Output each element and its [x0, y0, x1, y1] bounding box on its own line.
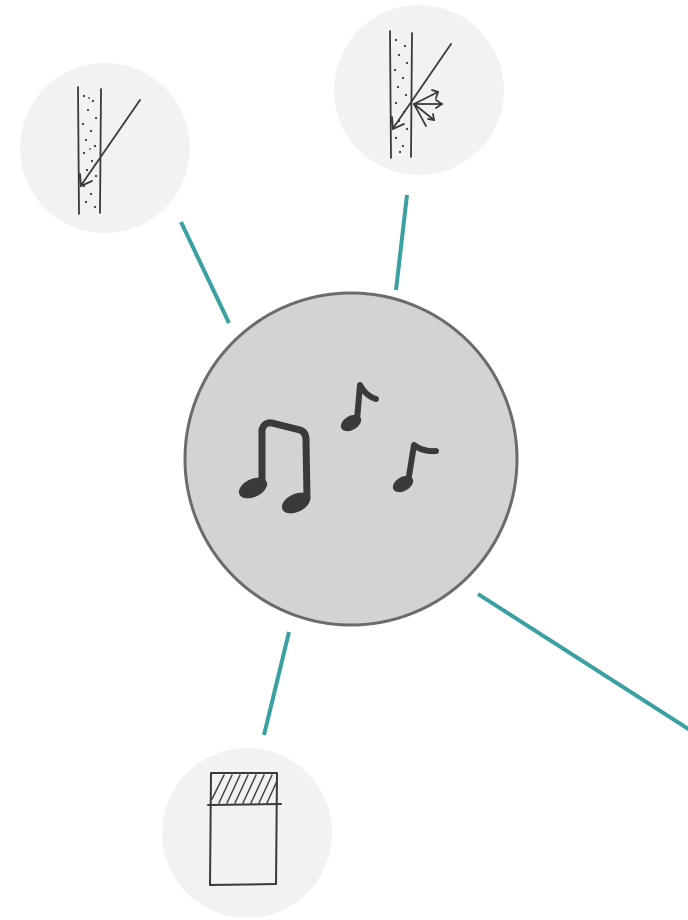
- center-node: [183, 291, 519, 627]
- satellite-top: [334, 5, 504, 175]
- connector-right: [476, 592, 688, 732]
- sound-absorption-wall-icon: [77, 86, 141, 215]
- sound-reflection-wall-icon: [389, 30, 452, 159]
- music-notes-icon: [238, 382, 439, 514]
- connector-top: [394, 194, 409, 291]
- satellite-bottom-circle: [162, 748, 332, 918]
- panel-with-hatched-top-icon: [207, 772, 282, 886]
- satellite-top-left-circle: [20, 63, 190, 233]
- connector-bottom: [262, 631, 291, 736]
- center-circle: [183, 291, 519, 627]
- satellite-top-left: [20, 63, 190, 233]
- satellite-bottom: [162, 748, 332, 918]
- connector-top-left: [179, 221, 231, 324]
- connectors: [179, 194, 688, 736]
